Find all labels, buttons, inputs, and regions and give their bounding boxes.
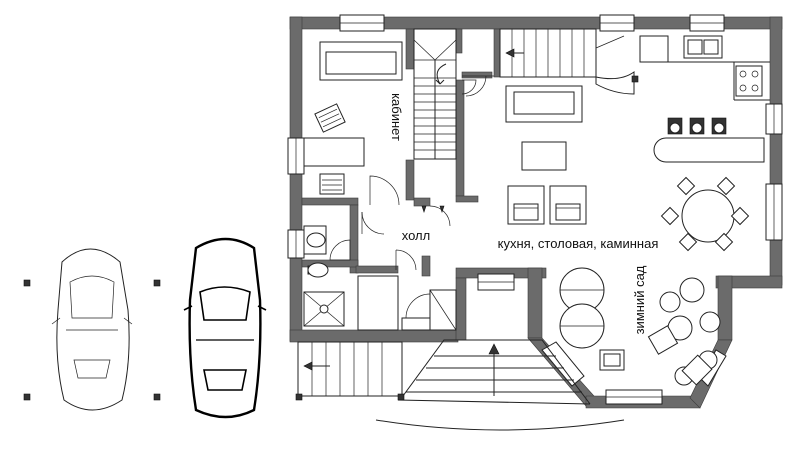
stove-icon (735, 65, 763, 97)
staircase-main (413, 28, 457, 160)
coffee-table-icon (521, 141, 567, 171)
chair-icon (319, 173, 345, 195)
car-solid-icon (183, 237, 267, 419)
armchair-right-icon (549, 185, 587, 225)
desk-icon (303, 137, 365, 167)
window-garden-left (541, 341, 585, 387)
doors-middle (461, 75, 494, 97)
bathroom (303, 225, 351, 327)
windows (287, 14, 783, 405)
label-kitchen: кухня, столовая, каминная (498, 236, 659, 251)
armchair-left-icon (507, 185, 545, 225)
label-winter-garden: зимний сад (632, 265, 647, 334)
parking-posts (23, 279, 161, 401)
bar-counter-icon (653, 137, 765, 163)
living-area (505, 35, 770, 252)
label-study: кабинет (389, 93, 404, 141)
armchair-garden-icon (681, 354, 713, 386)
fridge-icon (639, 35, 669, 63)
basement-stair (295, 341, 405, 401)
car-outline-icon (51, 248, 133, 411)
dining-chairs-icon (660, 176, 750, 252)
plant-pot-icon (659, 291, 681, 313)
plant-pot-icon (699, 311, 721, 333)
plant-pot-icon (679, 277, 705, 303)
armchair-icon (314, 103, 346, 133)
study-room (303, 41, 403, 195)
entry-mat-icon (401, 317, 431, 331)
dining-table-icon (681, 189, 735, 243)
bar-stools-icon (667, 117, 727, 135)
study-door (369, 175, 400, 206)
entrance (375, 339, 625, 431)
hall (357, 205, 457, 331)
staircase-upper (499, 28, 639, 95)
winter-garden (559, 267, 721, 386)
armchair-garden-icon (647, 325, 679, 355)
label-hall: холл (402, 228, 430, 243)
